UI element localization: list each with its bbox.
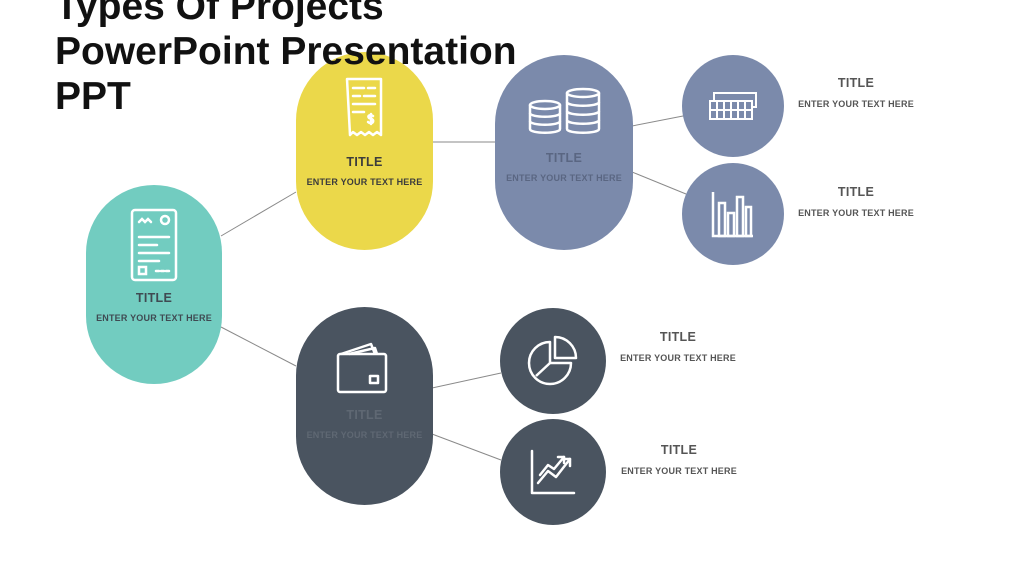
connector-coins-leaf-2: [631, 171, 687, 195]
top-node-title: TITLE: [346, 155, 383, 169]
slide-title-line-1: Types Of Projects: [55, 0, 384, 28]
leaf-1-subtitle: ENTER YOUR TEXT HERE: [798, 99, 914, 109]
slide-title: Types Of Projects PowerPoint Presentatio…: [55, 0, 615, 119]
leaf-4-title: TITLE: [660, 443, 698, 457]
leaf-circle-4[interactable]: [500, 419, 606, 525]
pie-chart-icon: [527, 335, 578, 386]
slide-title-line-3: PPT: [55, 75, 131, 118]
coins-node-title: TITLE: [545, 151, 583, 165]
leaf-4-subtitle: ENTER YOUR TEXT HERE: [621, 466, 737, 476]
bottom-node-title: TITLE: [346, 408, 383, 422]
leaf-2-subtitle: ENTER YOUR TEXT HERE: [798, 208, 914, 218]
connector-bottom-leaf-3: [431, 372, 502, 389]
leaf-circle-2[interactable]: [682, 163, 784, 265]
leaf-label-2: TITLE ENTER YOUR TEXT HERE: [781, 185, 931, 218]
bottom-node[interactable]: TITLE ENTER YOUR TEXT HERE: [296, 307, 433, 505]
leaf-2-title: TITLE: [837, 185, 875, 199]
leaf-circle-1[interactable]: [682, 55, 784, 157]
coins-node[interactable]: TITLE ENTER YOUR TEXT HERE: [495, 55, 633, 250]
connector-bottom-leaf-4: [431, 433, 502, 461]
root-node-title: TITLE: [135, 291, 173, 305]
top-node-subtitle: ENTER YOUR TEXT HERE: [306, 177, 423, 187]
coins-node-subtitle: ENTER YOUR TEXT HERE: [506, 173, 622, 183]
growth-chart-icon: [530, 449, 576, 495]
bar-chart-icon: [711, 192, 753, 238]
leaf-label-1: TITLE ENTER YOUR TEXT HERE: [781, 76, 931, 109]
connector-root-bottom: [220, 326, 297, 367]
leaf-label-4: TITLE ENTER YOUR TEXT HERE: [604, 443, 754, 476]
cash-stacks-icon: [709, 92, 757, 120]
leaf-circle-3[interactable]: [500, 308, 606, 414]
root-node-subtitle: ENTER YOUR TEXT HERE: [96, 313, 212, 323]
leaf-1-title: TITLE: [837, 76, 875, 90]
root-node[interactable]: TITLE ENTER YOUR TEXT HERE: [86, 185, 222, 384]
leaf-label-3: TITLE ENTER YOUR TEXT HERE: [603, 330, 753, 363]
connector-coins-leaf-1: [631, 115, 684, 127]
leaf-3-title: TITLE: [659, 330, 697, 344]
top-node[interactable]: TITLE ENTER YOUR TEXT HERE: [296, 52, 433, 250]
slide-title-line-2: PowerPoint Presentation: [55, 30, 517, 73]
connector-root-top: [220, 191, 297, 237]
bottom-node-subtitle: ENTER YOUR TEXT HERE: [306, 430, 423, 440]
leaf-3-subtitle: ENTER YOUR TEXT HERE: [620, 353, 736, 363]
receipt-icon: [345, 77, 383, 137]
document-list-icon: [130, 208, 178, 282]
coin-stacks-icon: [528, 87, 601, 134]
wallet-icon: [336, 342, 388, 394]
